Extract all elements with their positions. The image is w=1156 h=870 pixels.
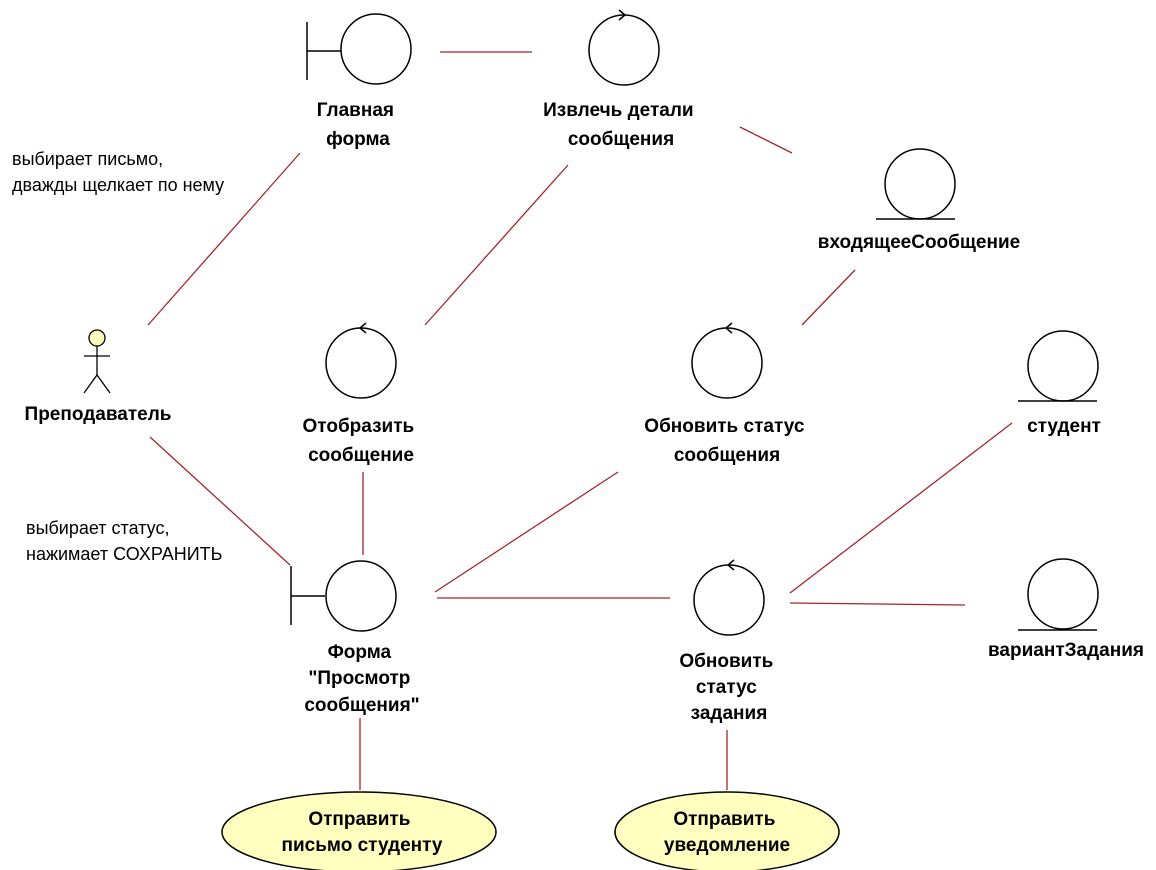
incoming-message-label: входящееСообщение [818,232,1020,253]
main-form-label: Главная форма [317,100,400,150]
actor-left-leg [83,374,98,394]
entity-icon [1018,330,1099,402]
control-update-message-status: Обновить статус сообщения [644,322,809,466]
link-extract-details-to-display-message [424,164,569,326]
control-icon [691,322,763,399]
display-message-label: Отобразить сообщение [303,416,420,466]
actor-head [88,329,106,347]
boundary-view-form: Форма "Просмотр сообщения" [290,560,420,716]
entity-icon [876,148,956,220]
control-icon [588,9,660,86]
entity-incoming-message: входящееСообщение [818,148,1020,253]
control-display-message: Отобразить сообщение [303,322,420,466]
actor-label: Преподаватель [25,404,172,425]
control-icon [693,559,765,636]
entity-task-variant: вариантЗадания [988,558,1144,661]
boundary-icon [290,560,397,632]
use-case-send-letter: Отправить письмо студенту [221,791,497,870]
link-update-task-status-to-student [789,422,1013,594]
boundary-icon [306,13,412,85]
link-actor-to-view-form [149,436,291,566]
actor-teacher: Преподаватель [25,329,172,425]
note-select-letter: выбирает письмо, дважды щелкает по нему [12,149,224,195]
link-actor-to-main-form [147,152,301,326]
update-task-status-label: Обновить статус задания [679,651,778,724]
send-notification-label: Отправить уведомление [664,809,790,856]
control-update-task-status: Обновить статус задания [679,559,778,724]
control-icon [325,322,397,399]
extract-details-label: Извлечь детали сообщения [543,100,699,150]
stick-figure-actor-icon [83,329,111,394]
entity-student: студент [1018,330,1101,437]
send-letter-label: Отправить письмо студенту [282,809,443,856]
link-extract-details-to-incoming-message [739,126,793,154]
update-message-status-label: Обновить статус сообщения [644,416,809,466]
use-case-ellipse [221,791,497,870]
task-variant-label: вариантЗадания [988,640,1144,661]
use-case-send-notification: Отправить уведомление [614,791,840,870]
student-label: студент [1027,416,1101,437]
actor-right-leg [96,374,111,394]
entity-icon [1018,558,1099,631]
link-incoming-message-to-update-message-status [801,269,856,326]
control-extract-details: Извлечь детали сообщения [543,9,699,150]
boundary-main-form: Главная форма [306,13,412,150]
associations [147,51,1013,790]
link-update-task-status-to-task-variant [789,602,966,606]
link-update-message-status-to-view-form [434,471,619,593]
use-case-ellipse [614,791,840,870]
note-select-status: выбирает статус, нажимает СОХРАНИТЬ [26,518,222,564]
view-form-label: Форма "Просмотр сообщения" [304,642,419,716]
